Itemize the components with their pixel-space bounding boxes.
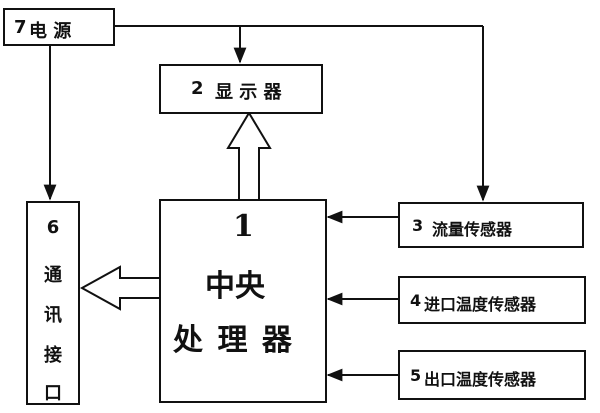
display-label: 显 示 器 [215, 82, 282, 103]
communication-interface-block: 6 通 讯 接 口 [26, 201, 80, 405]
outlet-temp-sensor-block: 5 出口温度传感器 [398, 350, 586, 400]
inlet-temp-sensor-number: 4 [410, 291, 422, 310]
outlet-temp-sensor-label: 出口温度传感器 [424, 370, 537, 389]
power-supply-block: 7 电 源 [3, 8, 115, 46]
power-supply-label: 电 源 [29, 21, 72, 42]
flow-sensor-block: 3 流量传感器 [398, 202, 584, 248]
flow-sensor-number: 3 [412, 216, 424, 235]
inlet-temp-sensor-block: 4 进口温度传感器 [398, 276, 586, 324]
comm-interface-char-1: 通 [44, 265, 62, 286]
hollow-arrow-cpu-to-display [226, 111, 272, 201]
central-processor-number: 1 [233, 209, 254, 244]
display-number: 2 [191, 78, 204, 99]
power-supply-number: 7 [14, 17, 27, 38]
comm-interface-char-3: 接 [44, 345, 62, 366]
outlet-temp-sensor-number: 5 [410, 366, 422, 385]
comm-interface-number: 6 [46, 217, 60, 238]
central-processor-label-line2: 处 理 器 [173, 323, 294, 358]
comm-interface-char-2: 讯 [44, 305, 62, 326]
hollow-arrow-cpu-to-comm [79, 265, 160, 311]
central-processor-block: 1 中央 处 理 器 [159, 199, 327, 403]
display-block: 2 显 示 器 [159, 64, 323, 114]
central-processor-label-line1: 中央 [205, 269, 265, 304]
inlet-temp-sensor-label: 进口温度传感器 [424, 295, 537, 314]
flow-sensor-label: 流量传感器 [432, 220, 513, 239]
comm-interface-char-4: 口 [44, 383, 62, 404]
